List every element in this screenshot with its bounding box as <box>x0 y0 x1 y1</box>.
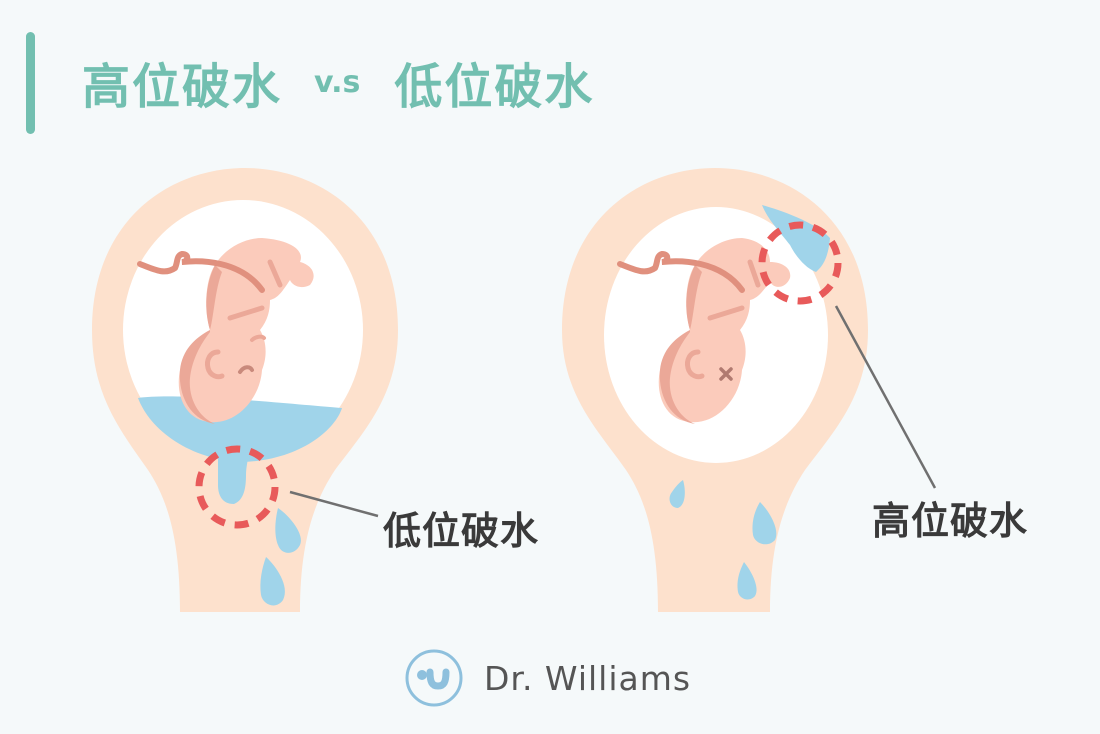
dr-williams-logo-icon <box>405 649 463 707</box>
brand-footer: Dr. Williams <box>404 648 691 708</box>
uterus-low-rupture <box>92 168 398 612</box>
title-low-rupture: 低位破水 <box>394 59 595 115</box>
label-low-rupture: 低位破水 <box>383 509 540 553</box>
fetus-low <box>137 238 314 424</box>
leader-line-high <box>834 305 937 489</box>
page-title: 高位破水 v.s 低位破水 <box>82 52 594 115</box>
title-high-rupture: 高位破水 <box>82 59 283 115</box>
fetus-high <box>617 238 791 424</box>
brand-name: Dr. Williams <box>484 658 692 698</box>
label-high-rupture: 高位破水 <box>872 499 1029 543</box>
title-vs: v.s <box>314 64 361 100</box>
rupture-marker-low <box>195 445 279 529</box>
rupture-marker-high <box>758 221 842 305</box>
title-accent-bar <box>26 32 35 134</box>
uterus-high-rupture <box>562 168 937 612</box>
leader-line-low <box>289 490 379 518</box>
